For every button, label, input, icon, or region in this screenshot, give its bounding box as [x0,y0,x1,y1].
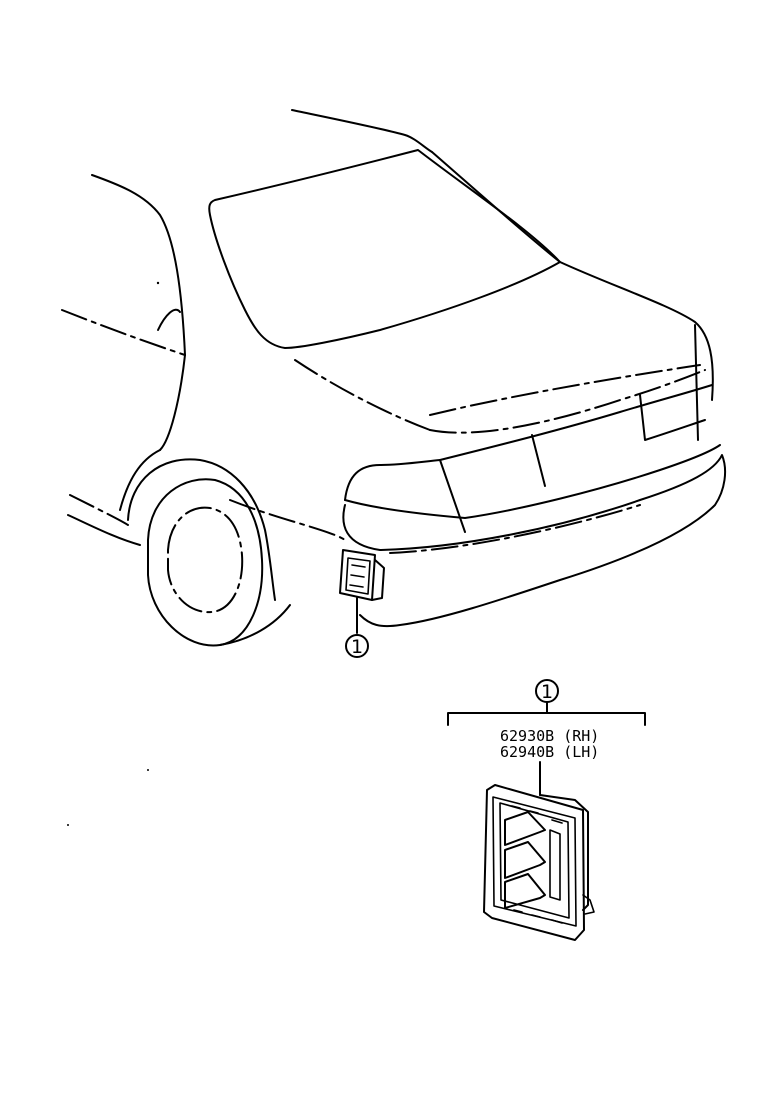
wheel-rim [167,506,244,614]
group-callout-number: 1 [541,681,553,703]
rear-bumper [342,454,727,628]
license-recess [531,434,546,487]
callout-1[interactable]: 1 [345,634,369,658]
part-label-rh: 62930B (RH) [500,727,599,745]
part-label-lh: 62940B (LH) [500,743,599,761]
vent-installed [339,549,385,601]
callout-number: 1 [351,636,363,658]
louver-top [504,811,546,846]
rear-tire [147,478,264,647]
rear-window [208,149,561,349]
car-rear-view [61,109,727,647]
group-bracket [447,712,646,726]
louver-middle [504,841,546,879]
louver-bottom [504,873,546,909]
wheel-arch [127,458,276,601]
group-callout-1[interactable]: 1 [535,679,559,703]
part-group: 1 62930B (RH) 62940B (LH) [447,679,646,941]
scan-specks [67,281,160,826]
vent-part-illustration [483,784,595,941]
